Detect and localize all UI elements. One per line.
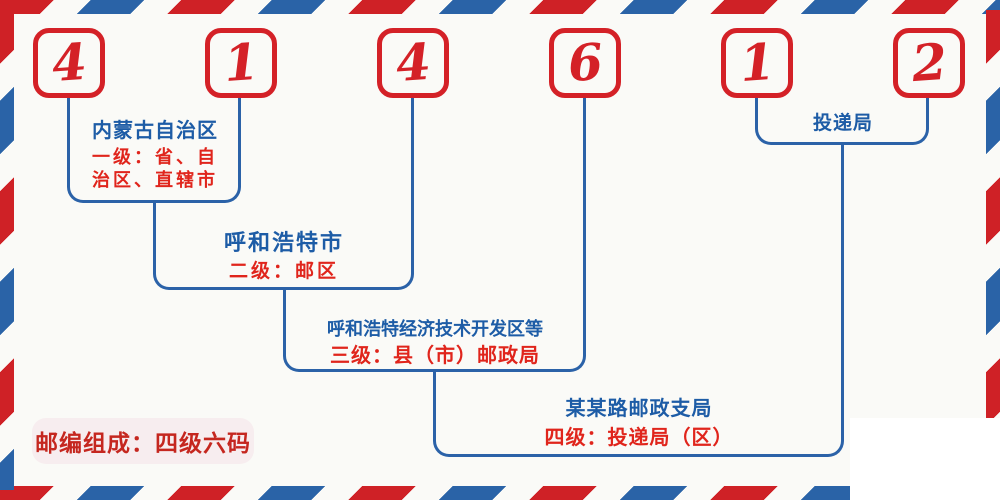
line-digit4-drop (583, 98, 586, 290)
delivery-office-label: 投递局 (812, 113, 873, 134)
postal-code-composition-badge: 邮编组成：四级六码 (32, 418, 254, 464)
digit-box-1: 4 (33, 28, 105, 98)
envelope-border-bottom (0, 486, 1000, 500)
digit-box-6: 2 (893, 28, 965, 98)
bracket-level1 (67, 98, 241, 203)
digit-1: 4 (49, 31, 89, 94)
envelope-border-left (0, 10, 14, 490)
digit-box-3: 4 (377, 28, 449, 98)
level3-desc: 三级：县（市）邮政局 (330, 345, 540, 367)
bracket-level3 (283, 290, 586, 372)
digit-2: 1 (221, 31, 261, 94)
level1-desc-line1: 一级：省、自 (92, 147, 218, 167)
digit-box-5: 1 (721, 28, 793, 98)
digit-box-4: 6 (549, 28, 621, 98)
level4-branch-label: 某某路邮政支局 (565, 398, 713, 420)
level2-city-label: 呼和浩特市 (223, 230, 344, 255)
digit-6: 2 (909, 31, 949, 94)
level4-desc: 四级：投递局（区） (544, 427, 734, 449)
digit-3: 4 (393, 31, 433, 94)
digit-4: 6 (565, 31, 605, 94)
blank-corner-patch (850, 418, 1000, 500)
digit-box-2: 1 (205, 28, 277, 98)
level1-region-label: 内蒙古自治区 (92, 120, 218, 142)
bracket-delivery (755, 98, 929, 145)
line-delivery-drop (841, 145, 844, 372)
level3-district-label: 呼和浩特经济技术开发区等 (327, 319, 543, 339)
level1-desc-line2: 治区、直辖市 (92, 170, 218, 190)
digit-5: 1 (737, 31, 777, 94)
envelope-border-top (0, 0, 1000, 14)
level2-desc: 二级：邮区 (228, 261, 339, 282)
line-digit3-drop (411, 98, 414, 203)
bracket-level4 (433, 372, 844, 457)
envelope-border-right (986, 10, 1000, 490)
bracket-level2 (153, 203, 414, 290)
badge-text: 邮编组成：四级六码 (35, 430, 251, 456)
